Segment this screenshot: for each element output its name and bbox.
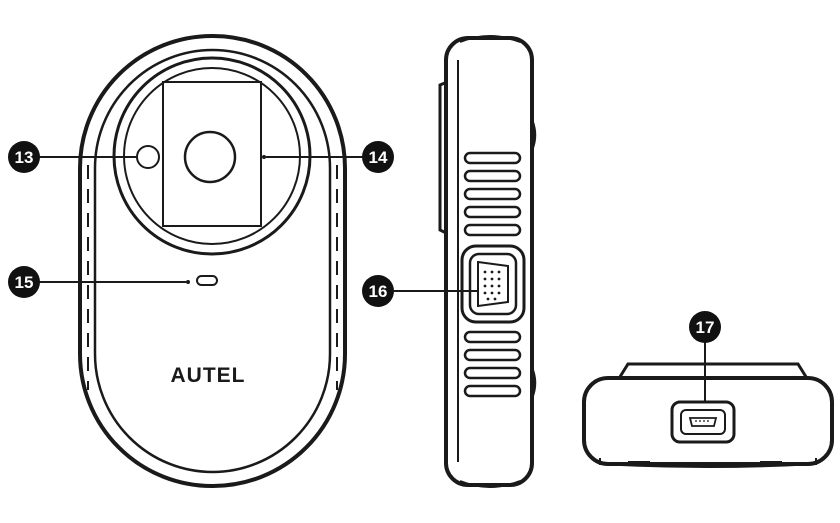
bottom-lower-lip — [599, 458, 817, 468]
front-view: AUTEL — [78, 34, 347, 488]
db-port-socket — [477, 260, 509, 308]
callout-16: 16 — [362, 275, 394, 307]
bottom-view — [582, 362, 834, 468]
led-dot — [186, 280, 190, 284]
side-view — [438, 35, 537, 488]
callout-13: 13 — [8, 141, 40, 173]
callout-13-badge — [8, 141, 40, 173]
callout-14-badge — [362, 141, 394, 173]
callout-14: 14 — [362, 141, 394, 173]
callout-14-label: 14 — [369, 148, 388, 167]
callout-17-badge — [689, 311, 721, 343]
usb-port-socket — [688, 417, 718, 427]
leader-lines — [28, 156, 706, 402]
vent-slots-top — [463, 151, 522, 237]
coil-dot — [262, 155, 266, 159]
callout-16-label: 16 — [369, 282, 388, 301]
callout-15: 15 — [8, 266, 40, 298]
callout-13-label: 13 — [15, 148, 34, 167]
callout-16-badge — [362, 275, 394, 307]
sensor-circle — [136, 145, 160, 169]
callout-17: 17 — [689, 311, 721, 343]
callout-15-label: 15 — [15, 273, 34, 292]
callout-15-badge — [8, 266, 40, 298]
callout-17-label: 17 — [696, 318, 715, 337]
side-right-bump-top — [530, 119, 537, 151]
side-right-bump-bottom — [530, 367, 537, 399]
vent-slots-bottom — [463, 330, 522, 398]
key-slot — [183, 130, 237, 184]
side-top-cap — [459, 35, 521, 43]
db-port-pins — [483, 270, 501, 301]
brand-logo: AUTEL — [171, 364, 246, 387]
front-body-inner — [93, 48, 332, 474]
led-indicator — [196, 275, 218, 286]
side-bottom-cap — [459, 480, 521, 488]
coil-plate — [162, 81, 262, 227]
